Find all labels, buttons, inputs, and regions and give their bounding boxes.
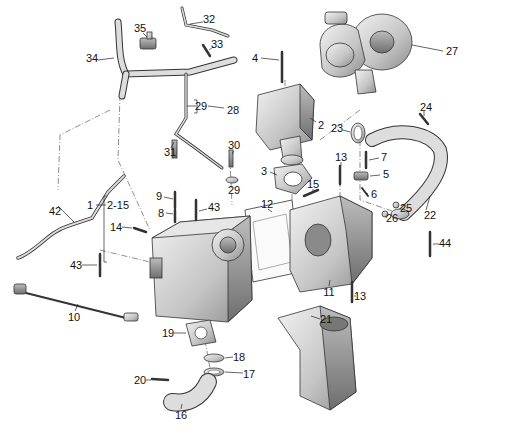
callout-number: 35 <box>133 22 147 34</box>
callout-number: 17 <box>242 368 256 380</box>
callout-number: 7 <box>380 151 388 163</box>
callout-number: 44 <box>438 237 452 249</box>
callout-number: 43 <box>207 201 221 213</box>
callout-number: 31 <box>163 146 177 158</box>
callout-number: 15 <box>306 178 320 190</box>
callout-number: 32 <box>202 13 216 25</box>
callout-number: 8 <box>157 207 165 219</box>
callout-number: 28 <box>226 104 240 116</box>
callout-number: 20 <box>133 374 147 386</box>
callout-number: 1 <box>86 199 94 211</box>
callout-number: 25 <box>399 202 413 214</box>
callout-number: 9 <box>155 190 163 202</box>
callout-number: 16 <box>174 409 188 421</box>
callout-number: 23 <box>330 122 344 134</box>
callout-number: 33 <box>210 38 224 50</box>
callout-number: 3 <box>260 165 268 177</box>
callout-number: 24 <box>419 101 433 113</box>
callout-number: 2 <box>317 119 325 131</box>
callout-number: 34 <box>85 52 99 64</box>
callout-number: 29 <box>227 184 241 196</box>
callout-number: 30 <box>227 139 241 151</box>
callout-number: 6 <box>370 188 378 200</box>
callout-number: 4 <box>251 52 259 64</box>
callout-number: 12 <box>260 198 274 210</box>
callout-number: 18 <box>232 351 246 363</box>
callout-number: 43 <box>69 259 83 271</box>
callout-number: 21 <box>319 313 333 325</box>
callout-number: 11 <box>322 286 335 298</box>
callout-number: 13 <box>334 151 348 163</box>
callout-number: 42 <box>48 205 62 217</box>
callout-number: 19 <box>161 327 175 339</box>
callout-number: 5 <box>382 168 390 180</box>
callout-number: 26 <box>385 212 399 224</box>
callout-number: 27 <box>445 45 459 57</box>
callout-number: 13 <box>353 290 367 302</box>
callout-number: 22 <box>423 209 437 221</box>
callout-number: 10 <box>67 311 81 323</box>
callout-number: 2-15 <box>106 199 130 211</box>
callout-number: 14 <box>109 221 123 233</box>
callout-number: 29 <box>194 100 208 112</box>
